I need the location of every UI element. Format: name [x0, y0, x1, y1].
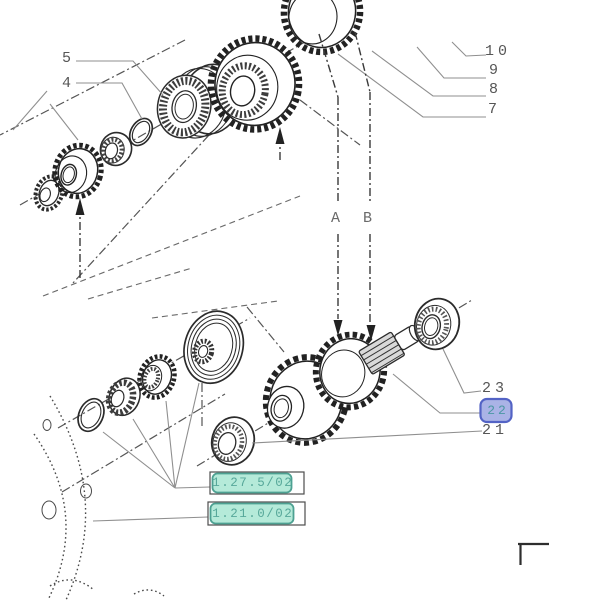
boundary-dashed-line: [87, 267, 193, 300]
toothed-hub: [137, 354, 177, 400]
cluster-gear-large: [262, 354, 350, 446]
callout-22-selected[interactable]: 22: [487, 403, 509, 418]
arrow-head-up: [75, 198, 85, 215]
leader-ref-1: [102, 382, 211, 489]
callout-22-highlight[interactable]: [479, 397, 513, 424]
page-corner-mark: [518, 542, 549, 565]
partial-gear-top-edge: [280, 0, 364, 56]
callout-5[interactable]: 5: [62, 50, 72, 67]
leader-21: [251, 430, 483, 444]
roller-cage: [105, 377, 141, 417]
section-a-line: [318, 33, 339, 319]
gear-item-left: [52, 142, 104, 200]
housing-detail-arc: [49, 579, 95, 591]
reference-link-boxes: [207, 397, 513, 526]
boundary-dashed-line: [151, 300, 279, 319]
callout-21[interactable]: 21: [482, 422, 509, 439]
leader-4: [76, 82, 143, 120]
housing-detail-arc: [133, 589, 165, 597]
arrow-head-down-b: [366, 325, 376, 341]
needle-bearing: [99, 131, 133, 167]
bearing-item-23: [413, 297, 461, 351]
bearing-item-21: [210, 416, 256, 466]
callout-23[interactable]: 23: [482, 380, 509, 397]
housing-boundary-line: [0, 39, 186, 136]
callout-7[interactable]: 7: [488, 101, 498, 118]
arrow-head-down-a: [333, 320, 343, 336]
housing-boundary-line: [61, 393, 226, 493]
housing-case-outline: [33, 395, 165, 600]
ref-box-1-highlight[interactable]: [211, 472, 293, 494]
leader-23: [442, 348, 482, 394]
boundary-dashed-line: [42, 195, 301, 297]
axis-segment: [246, 306, 285, 353]
dashed-boundary-lines: [42, 195, 301, 319]
bolt-hole: [80, 483, 92, 499]
reference-link-selected[interactable]: 1.27.5/02: [212, 476, 294, 490]
leader-5: [76, 60, 164, 96]
leader-22: [392, 373, 480, 414]
large-gear-top: [207, 35, 303, 133]
axis-segment: [299, 99, 361, 146]
ribbed-clutch-drum: [183, 310, 245, 385]
partial-gear-far-left: [33, 174, 65, 212]
arrow-head-up: [275, 127, 285, 144]
leader-8: [371, 50, 486, 97]
housing-bolt-holes: [41, 419, 92, 520]
bolt-hole: [42, 419, 52, 431]
callout-8[interactable]: 8: [489, 81, 499, 98]
section-b-line: [354, 31, 371, 324]
section-arrows: [75, 31, 376, 341]
snap-ring-item-4: [128, 117, 154, 147]
housing-inner-arc: [33, 433, 67, 600]
callout-4[interactable]: 4: [62, 75, 72, 92]
callout-10[interactable]: 10: [485, 43, 512, 60]
leader-ref-2: [92, 516, 209, 522]
reference-link-secondary[interactable]: 1.21.0/02: [212, 506, 294, 521]
leader-branch: [12, 90, 48, 131]
leader-10: [451, 41, 487, 57]
leader-branch: [49, 103, 79, 141]
section-label-a: A: [331, 210, 341, 227]
thrust-ring: [77, 397, 105, 433]
housing-boundary-line: [72, 109, 233, 284]
leader-7: [337, 53, 486, 118]
ref-box-2-highlight[interactable]: [209, 502, 295, 525]
bolt-hole: [41, 500, 57, 520]
callout-9[interactable]: 9: [489, 62, 499, 79]
leader-9: [416, 46, 486, 79]
section-label-b: B: [363, 210, 373, 227]
